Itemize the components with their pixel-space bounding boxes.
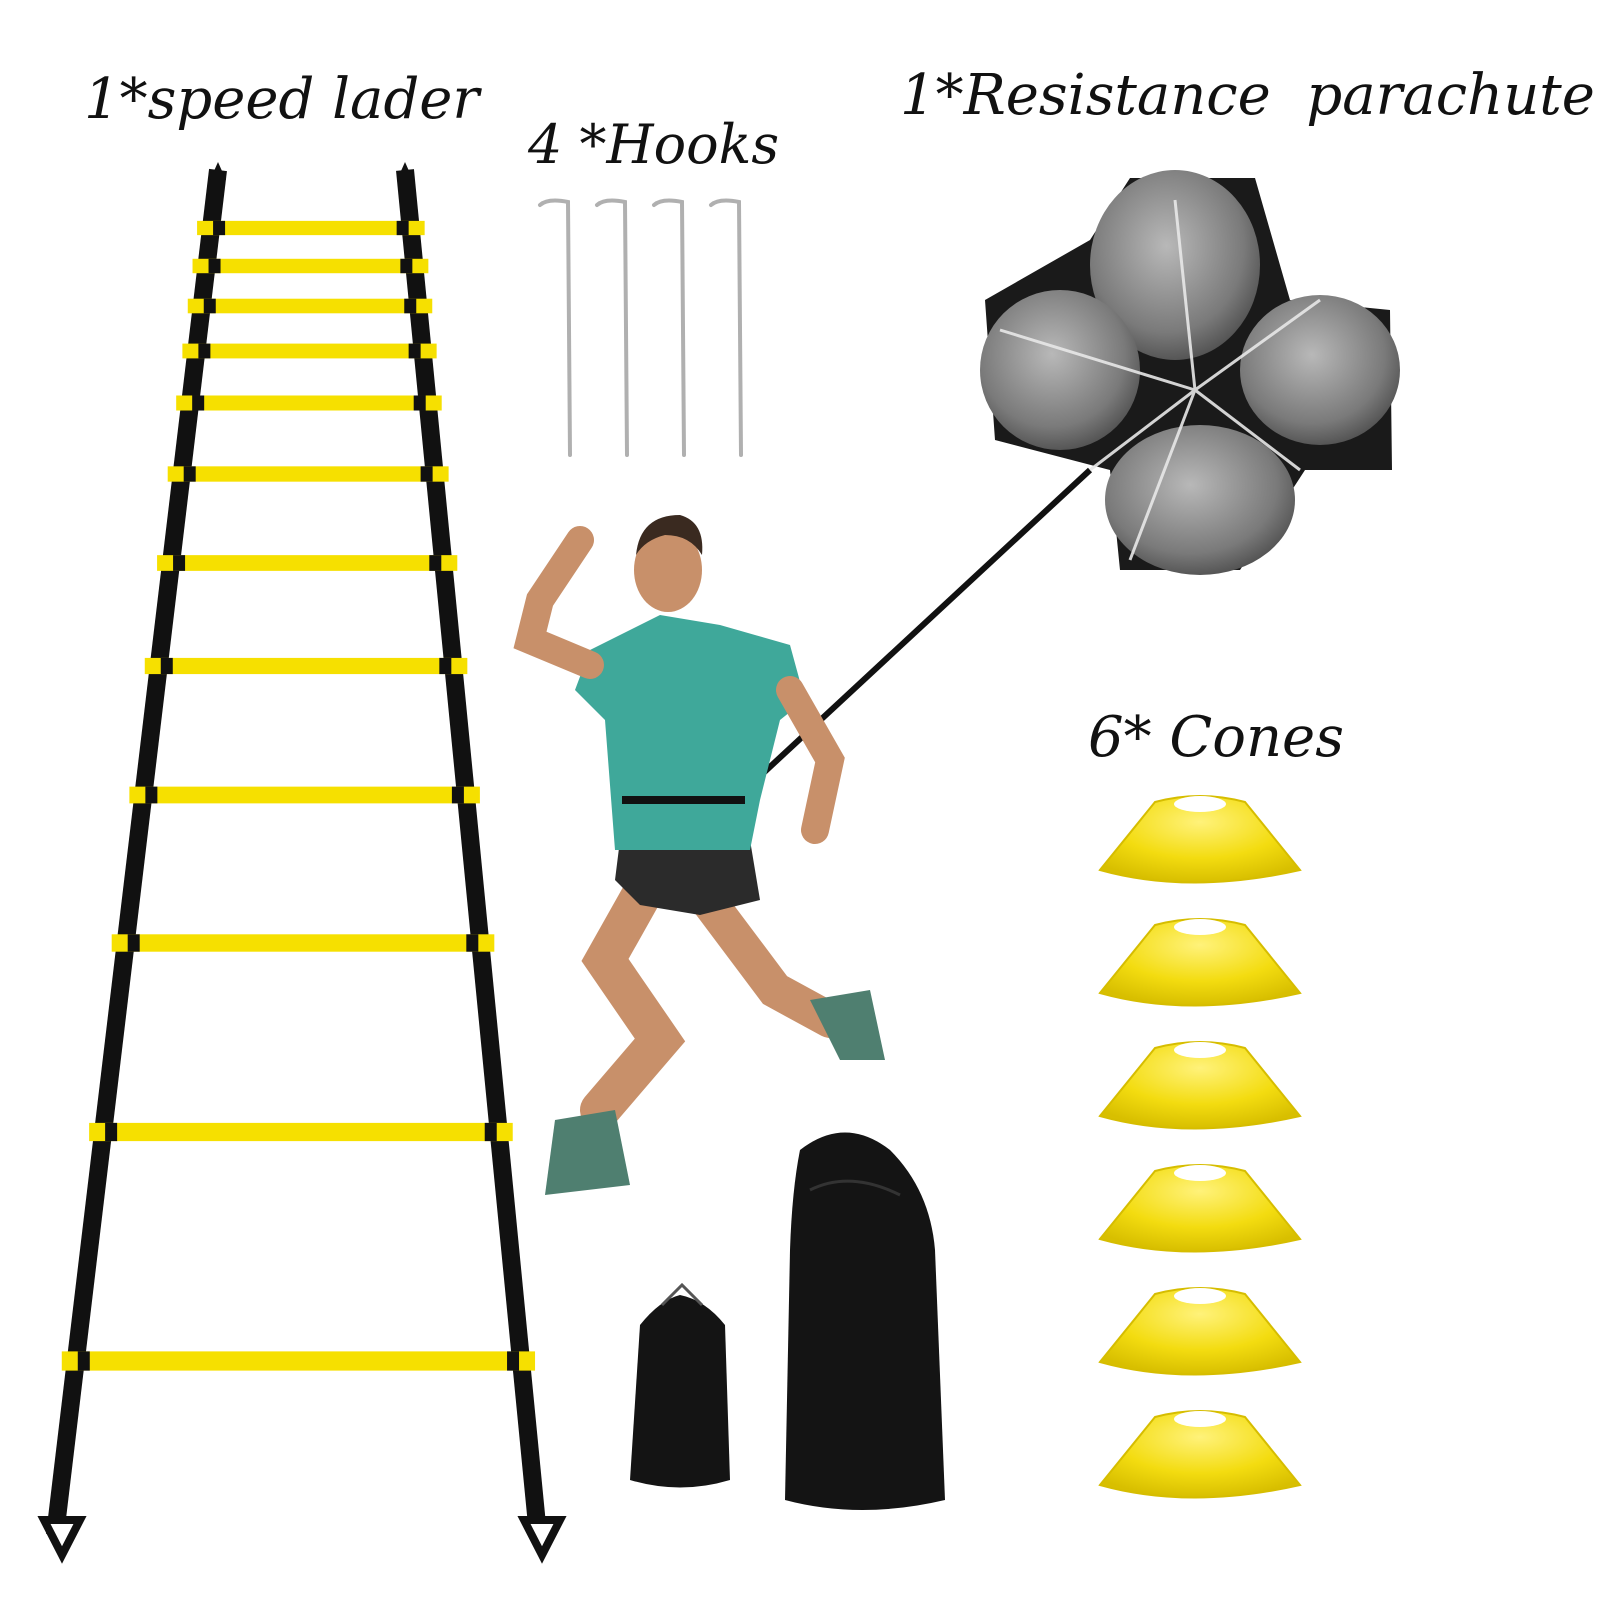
hooks-label: 4 *Hooks (528, 113, 780, 176)
runner-back-leg (682, 872, 848, 1038)
disc-cone (1098, 795, 1302, 884)
ladder-top-clip-right (397, 162, 413, 180)
rung-buckle (160, 657, 173, 675)
runner-head (634, 528, 702, 612)
ladder-rung (192, 258, 429, 274)
large-bag (785, 1132, 945, 1510)
cones-group (1098, 795, 1302, 1499)
runner-shirt (575, 615, 805, 850)
rung-buckle (400, 258, 413, 274)
runner-hair (636, 515, 703, 555)
small-bag-drawstring (660, 1282, 704, 1307)
rung-buckle (203, 298, 216, 314)
rung-buckle (439, 657, 452, 675)
hook-stake (538, 198, 572, 457)
disc-cone (1098, 1041, 1302, 1130)
ladder-rung (167, 466, 449, 482)
rung-buckle (413, 395, 426, 411)
speed-ladder (37, 162, 567, 1564)
ladder-rung (61, 1351, 536, 1371)
rung-buckle (396, 220, 409, 236)
ladder-rung (111, 934, 495, 952)
runner-back-shoe (810, 990, 885, 1060)
rung-buckle (451, 786, 464, 804)
rung-buckle (507, 1351, 520, 1371)
rung-buckle (105, 1122, 118, 1142)
rung-buckle (420, 466, 433, 482)
runner-left-arm (513, 526, 604, 679)
ladder-rung (129, 786, 480, 804)
rung-buckle (408, 343, 421, 359)
parachute-tow-cord (742, 467, 1093, 793)
rung-buckle (145, 786, 158, 804)
rung-buckle (466, 934, 479, 952)
hook-stake (652, 198, 686, 457)
ladder-rungs (61, 220, 536, 1371)
rung-buckle (173, 555, 186, 571)
rung-buckle (208, 258, 221, 274)
ladder-rung (187, 298, 433, 314)
hooks-group (538, 198, 743, 457)
cones-label: 6* Cones (1088, 705, 1344, 770)
runner-right-arm (776, 676, 845, 844)
runner-front-shoe (545, 1110, 630, 1195)
ladder-rung (89, 1122, 513, 1142)
rung-buckle (198, 343, 211, 359)
ladder-strap-left (46, 168, 227, 1537)
rung-buckle (484, 1122, 497, 1142)
ladder-rung (144, 657, 468, 675)
parachute-canopy (980, 170, 1400, 575)
parachute-lines (999, 199, 1321, 561)
disc-cone (1098, 1164, 1302, 1253)
small-bag (630, 1295, 730, 1488)
ladder-strap-right (396, 169, 547, 1536)
rung-buckle (429, 555, 442, 571)
rung-buckle (183, 466, 196, 482)
parachute-label: 1*Resistance parachute (900, 63, 1595, 128)
runner-shorts (615, 840, 760, 915)
rung-buckle (404, 298, 417, 314)
ladder-end-loop-right (517, 1516, 567, 1564)
hook-stake (709, 198, 743, 457)
ladder-rung (182, 343, 437, 359)
ladder-rung (176, 395, 442, 411)
runner-athlete (513, 515, 885, 1195)
disc-cone (1098, 918, 1302, 1007)
disc-cone (1098, 1287, 1302, 1376)
disc-cone (1098, 1410, 1302, 1499)
resistance-parachute (742, 170, 1400, 793)
rung-buckle (192, 395, 205, 411)
speed-ladder-label: 1*speed lader (84, 67, 480, 132)
ladder-end-loop-left (37, 1516, 87, 1564)
hook-stake (595, 198, 629, 457)
carry-bags (630, 1132, 945, 1510)
rung-buckle (127, 934, 140, 952)
ladder-top-clip-left (210, 162, 226, 180)
rung-buckle (213, 220, 226, 236)
ladder-rung (157, 555, 458, 571)
ladder-rung (197, 220, 425, 236)
runner-front-leg (580, 860, 686, 1130)
rung-buckle (77, 1351, 90, 1371)
large-bag-fold (809, 1179, 901, 1197)
